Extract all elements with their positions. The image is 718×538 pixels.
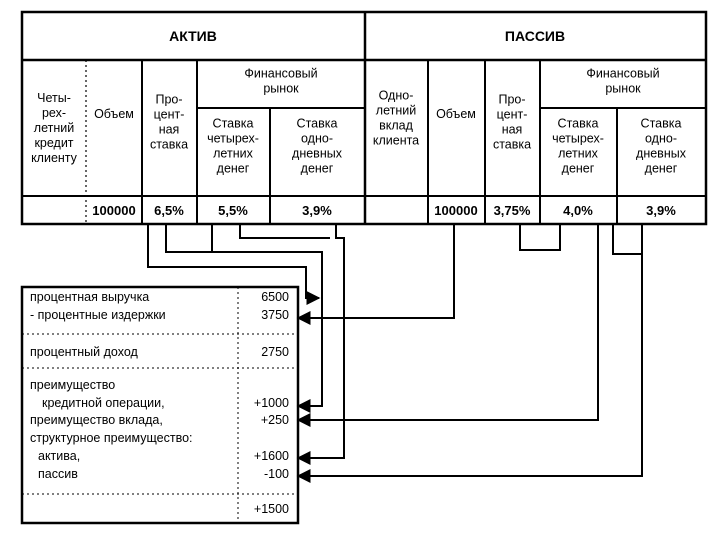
header-deposit-term: клиента	[373, 134, 419, 148]
header-one-day-rate: Ставка	[297, 117, 338, 131]
header-one-day-rate: дневных	[292, 147, 343, 161]
header-interest-rate: цент-	[154, 108, 185, 122]
header-four-year-rate: летних	[213, 147, 253, 161]
connector-revenue	[147, 224, 321, 305]
calculation-rows: процентная выручка 6500 - процентные издер…	[30, 290, 289, 516]
header-four-year-rate: Ставка	[558, 117, 599, 131]
calc-row-label: пассив	[38, 467, 78, 481]
header-four-year-rate: денег	[217, 162, 250, 176]
aktiv-value: 5,5%	[218, 203, 248, 218]
header-one-day-rate: Ставка	[641, 117, 682, 131]
calc-row-value: -100	[264, 467, 289, 481]
calc-row-value: +1500	[254, 502, 289, 516]
header-deposit-term: вклад	[379, 119, 413, 133]
calc-row-value: 3750	[261, 308, 289, 322]
header-four-year-rate: четырех-	[552, 132, 604, 146]
connector-costs	[296, 224, 455, 325]
header-interest-rate: цент-	[497, 108, 528, 122]
connector-deposit	[296, 224, 599, 427]
header-credit-term: летний	[34, 121, 74, 135]
calculation-box	[20, 285, 300, 525]
header-one-day-rate: одно-	[645, 132, 677, 146]
calc-row-label: актива,	[38, 449, 80, 463]
header-one-day-rate: дневных	[636, 147, 687, 161]
header-deposit-term: Одно-	[379, 89, 414, 103]
connector-asset-left	[239, 224, 330, 239]
passiv-value: 100000	[434, 203, 477, 218]
header-credit-term: Четы-	[37, 91, 71, 105]
header-interest-rate: Про-	[155, 93, 182, 107]
aktiv-value: 6,5%	[154, 203, 184, 218]
header-interest-rate: ставка	[150, 138, 188, 152]
calc-row-label: преимущество вклада,	[30, 413, 163, 427]
header-deposit-term: летний	[376, 104, 416, 118]
header-one-day-rate: денег	[645, 162, 678, 176]
connector-liability	[296, 224, 643, 483]
header-four-year-rate: денег	[562, 162, 595, 176]
header-volume: Объем	[436, 107, 476, 121]
calc-row-value: 6500	[261, 290, 289, 304]
passiv-value: 3,9%	[646, 203, 676, 218]
aktiv-title: АКТИВ	[169, 28, 217, 44]
calc-row-label: структурное преимущество:	[30, 431, 193, 445]
header-financial-market: Финансовый	[244, 67, 317, 81]
passiv-title: ПАССИВ	[505, 28, 565, 44]
column-headers: Четы-рех-летнийкредитклиентуОбъемПро-цен…	[31, 67, 687, 176]
connector-credit-left	[165, 224, 323, 413]
header-one-day-rate: одно-	[301, 132, 333, 146]
header-interest-rate: ставка	[493, 138, 531, 152]
aktiv-value: 100000	[92, 203, 135, 218]
header-one-day-rate: денег	[301, 162, 334, 176]
calc-row-value: +1000	[254, 396, 289, 410]
aktiv-value: 3,9%	[302, 203, 332, 218]
header-interest-rate: ная	[502, 123, 523, 137]
calc-row-label: кредитной операции,	[42, 396, 165, 410]
header-four-year-rate: Ставка	[213, 117, 254, 131]
calc-row-value: +1600	[254, 449, 289, 463]
calc-row-label: преимущество	[30, 378, 115, 392]
passiv-value: 3,75%	[494, 203, 531, 218]
connector-deposit-left	[519, 224, 561, 251]
calc-row-value: 2750	[261, 345, 289, 359]
header-volume: Объем	[94, 107, 134, 121]
header-financial-market: Финансовый	[586, 67, 659, 81]
header-financial-market: рынок	[263, 82, 299, 96]
connector-asset	[296, 224, 345, 465]
header-financial-market: рынок	[605, 82, 641, 96]
calc-row-label: процентный доход	[30, 345, 139, 359]
calc-row-value: +250	[261, 413, 289, 427]
connector-lines	[147, 224, 643, 483]
passiv-value: 4,0%	[563, 203, 593, 218]
header-interest-rate: Про-	[498, 93, 525, 107]
header-four-year-rate: четырех-	[207, 132, 259, 146]
calc-row-label: - процентные издержки	[30, 308, 166, 322]
header-credit-term: рех-	[42, 106, 66, 120]
value-row: 100000 6,5% 5,5% 3,9% 100000 3,75% 4,0% 3,9%	[92, 203, 676, 218]
header-four-year-rate: летних	[558, 147, 598, 161]
balance-table: АКТИВ ПАССИВ	[20, 10, 708, 226]
header-credit-term: клиенту	[31, 151, 78, 165]
header-interest-rate: ная	[159, 123, 180, 137]
calc-row-label: процентная выручка	[30, 290, 149, 304]
header-credit-term: кредит	[34, 136, 73, 150]
